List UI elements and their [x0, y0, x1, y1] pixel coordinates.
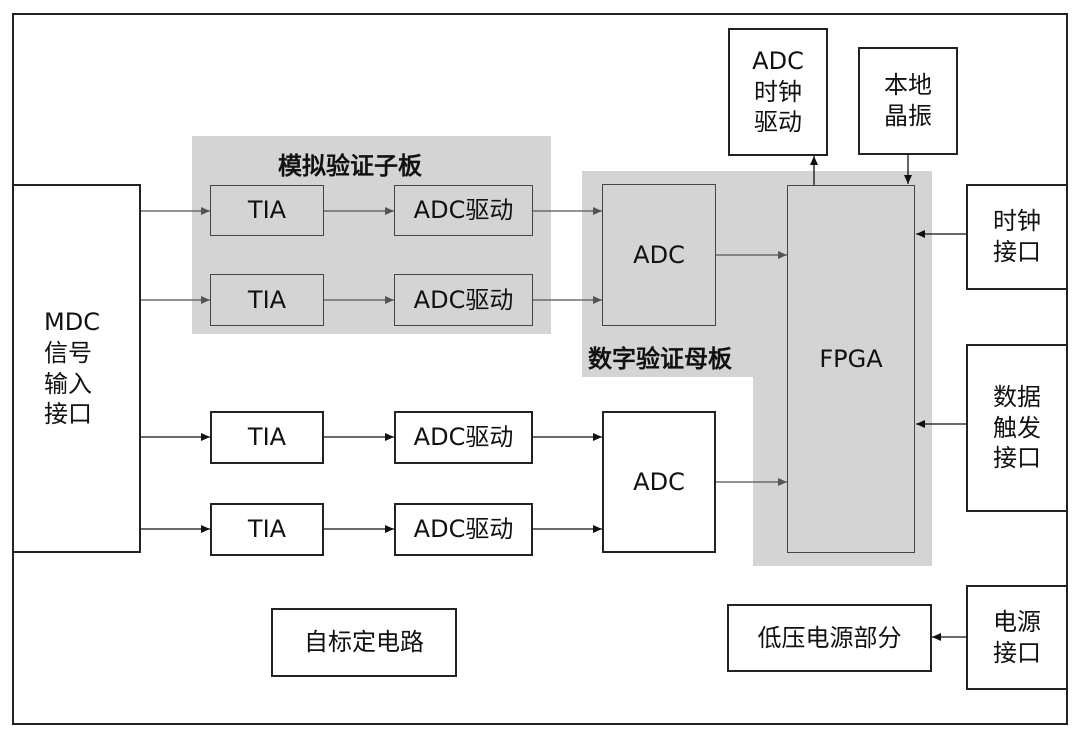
tia-2: TIA: [210, 274, 324, 326]
self-calibration-circuit: 自标定电路: [271, 608, 457, 677]
adc-driver-1: ADC驱动: [394, 185, 533, 236]
clock-interface: 时钟 接口: [966, 184, 1068, 290]
adc-driver-3: ADC驱动: [394, 411, 533, 464]
adc-driver-2: ADC驱动: [394, 274, 533, 326]
power-interface: 电源 接口: [966, 585, 1068, 690]
data-trigger-interface: 数据 触发 接口: [966, 344, 1068, 512]
tia-1: TIA: [210, 185, 324, 236]
adc-lower: ADC: [602, 411, 716, 553]
tia-3: TIA: [210, 411, 324, 464]
analog-board-title: 模拟验证子板: [278, 152, 422, 180]
local-oscillator: 本地 晶振: [858, 47, 958, 155]
low-voltage-power-section: 低压电源部分: [727, 604, 932, 672]
adc-upper: ADC: [602, 184, 716, 326]
adc-clock-driver: ADC 时钟 驱动: [728, 28, 828, 156]
fpga: FPGA: [787, 185, 915, 553]
mdc-input-interface: MDC 信号 输入 接口: [12, 184, 141, 553]
digital-board-title: 数字验证母板: [588, 345, 732, 373]
adc-driver-4: ADC驱动: [394, 503, 533, 556]
tia-4: TIA: [210, 503, 324, 556]
